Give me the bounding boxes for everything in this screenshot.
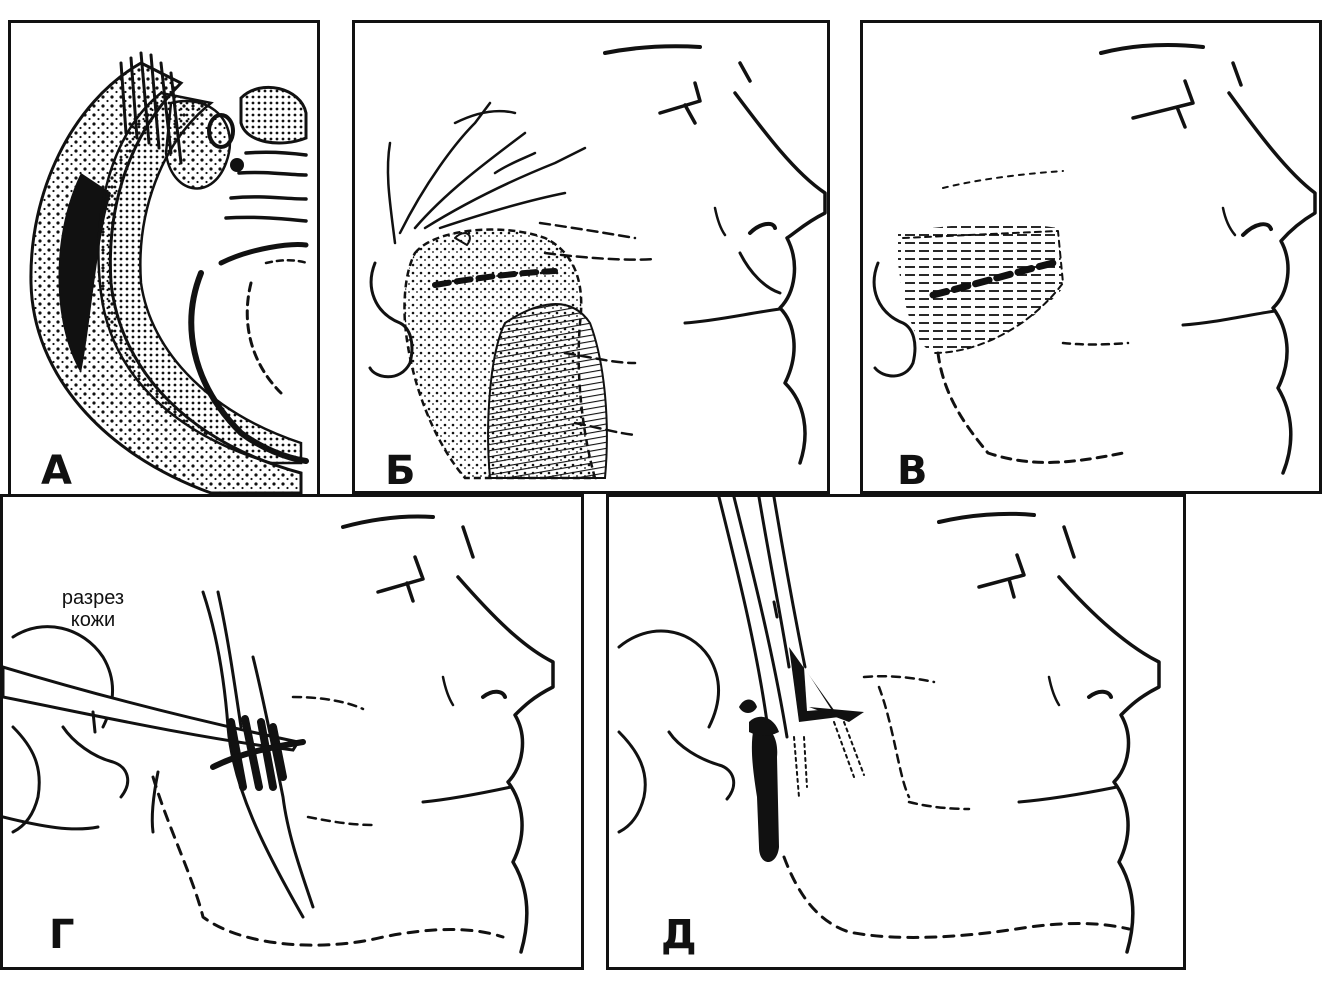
panel-v-label: В xyxy=(897,448,928,494)
panel-a-label: А xyxy=(41,448,72,494)
panel-v: В xyxy=(860,20,1322,494)
gland-removal-illustration xyxy=(617,497,1161,954)
panel-d: Д xyxy=(606,494,1186,970)
skin-incision-illustration xyxy=(3,514,555,954)
panel-a: А xyxy=(8,20,320,498)
incision-annotation-line1: разрез xyxy=(61,587,125,609)
anatomical-section-illustration xyxy=(29,51,309,495)
panel-d-label: Д xyxy=(661,912,697,958)
face-profile-hatched-zone-illustration xyxy=(872,43,1317,475)
panel-g: разрез кожи Г xyxy=(0,494,584,970)
face-profile-nerve-illustration xyxy=(368,44,827,480)
panel-g-label: Г xyxy=(49,912,75,958)
incision-annotation-line2: кожи xyxy=(70,609,116,631)
incision-annotation: разрез кожи xyxy=(43,587,143,631)
panel-b-label: Б xyxy=(385,448,416,494)
panel-b: Б xyxy=(352,20,830,494)
